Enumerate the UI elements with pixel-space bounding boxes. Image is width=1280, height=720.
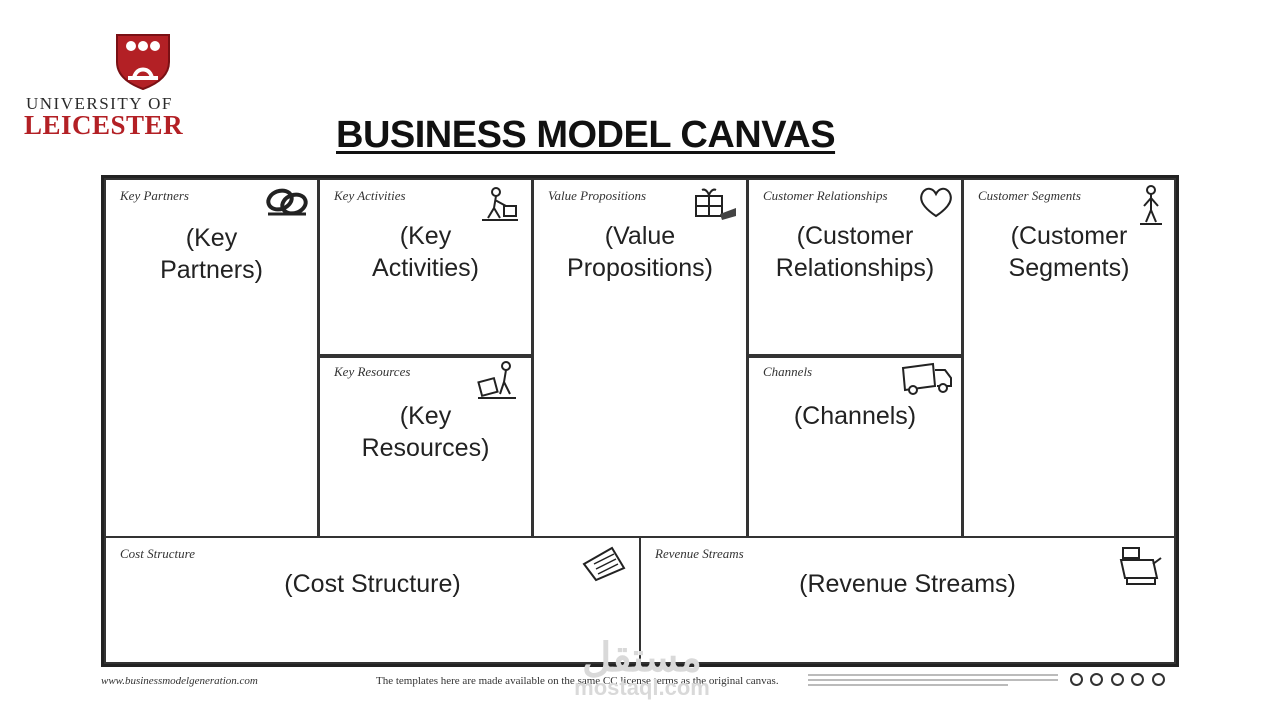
content-key-resources-line2: Resources) — [361, 434, 490, 462]
cell-customer-relationships: Customer Relationships (Customer Relatio… — [747, 178, 963, 358]
truck-icon — [901, 362, 952, 395]
footer-license: The templates here are made available on… — [376, 675, 779, 687]
attribution-icon — [1090, 673, 1104, 686]
watermark-arabic: مستقل — [582, 636, 702, 680]
noncommercial-icon — [1131, 673, 1145, 686]
label-key-resources: Key Resources — [334, 364, 411, 379]
share-alike-icon — [1110, 673, 1124, 686]
cell-cost-structure: Cost Structure (Cost Structure) — [104, 536, 641, 664]
content-key-resources-line1: (Key — [399, 402, 452, 430]
heart-icon — [920, 187, 952, 218]
label-value-propositions: Value Propositions — [548, 188, 647, 203]
content-channels-line1: (Channels) — [793, 402, 917, 430]
cell-key-resources: Key Resources (Key Resources) — [318, 354, 533, 538]
chain-link-icon — [266, 188, 308, 216]
footer-website: www.businessmodelgeneration.com — [101, 675, 258, 687]
label-customer-segments: Customer Segments — [978, 188, 1081, 203]
label-customer-relationships: Customer Relationships — [763, 188, 888, 203]
gift-icon — [695, 188, 736, 220]
content-customer-relationships-line1: (Customer — [796, 222, 914, 250]
content-key-activities-line2: Activities) — [372, 254, 479, 282]
cell-key-partners: Key Partners (Key Partners) — [104, 178, 319, 538]
content-key-activities-line1: (Key — [399, 222, 452, 250]
page-title: BUSINESS MODEL CANVAS — [336, 114, 836, 156]
content-customer-relationships-line2: Relationships) — [775, 254, 935, 282]
content-key-partners-line2: Partners) — [160, 256, 263, 284]
cell-channels: Channels (Channels) — [747, 354, 963, 538]
content-cost-structure: (Cost Structure) — [284, 570, 461, 598]
logo-university-of: UNIVERSITY OF — [26, 94, 173, 113]
watermark: مستقل mostaql.com — [562, 636, 722, 700]
label-key-activities: Key Activities — [334, 188, 406, 203]
university-logo: UNIVERSITY OF LEICESTER — [22, 30, 222, 140]
cell-value-propositions: Value Propositions (Value Propositions) — [532, 178, 748, 538]
label-channels: Channels — [763, 364, 813, 379]
content-customer-segments-line1: (Customer — [1010, 222, 1128, 250]
price-tag-icon — [582, 546, 626, 582]
nd-icon — [1151, 673, 1165, 686]
crest-icon — [116, 34, 170, 90]
label-cost-structure: Cost Structure — [120, 546, 195, 561]
person-icon — [1140, 185, 1162, 225]
resource-worker-icon — [477, 361, 516, 399]
cell-key-activities: Key Activities (Key Activities) — [318, 178, 533, 358]
label-revenue-streams: Revenue Streams — [655, 546, 744, 561]
content-key-partners-line1: (Key — [185, 224, 238, 252]
cash-register-icon — [1119, 547, 1162, 585]
content-revenue-streams: (Revenue Streams) — [799, 570, 1016, 598]
content-value-propositions-line1: (Value — [604, 222, 676, 250]
fine-print — [808, 674, 1058, 689]
content-customer-segments-line2: Segments) — [1008, 254, 1130, 282]
logo-leicester: LEICESTER — [24, 110, 184, 140]
cell-customer-segments: Customer Segments (Customer Segments) — [962, 178, 1176, 538]
cc-license-badges — [1070, 673, 1168, 691]
label-key-partners: Key Partners — [120, 188, 189, 203]
cc-icon — [1070, 673, 1083, 686]
content-value-propositions-line2: Propositions) — [567, 254, 713, 282]
worker-icon — [482, 187, 518, 221]
watermark-latin: mostaql.com — [574, 675, 710, 700]
cell-revenue-streams: Revenue Streams (Revenue Streams) — [639, 536, 1176, 664]
business-model-canvas: Key Partners (Key Partners) Key Activiti… — [101, 175, 1179, 667]
